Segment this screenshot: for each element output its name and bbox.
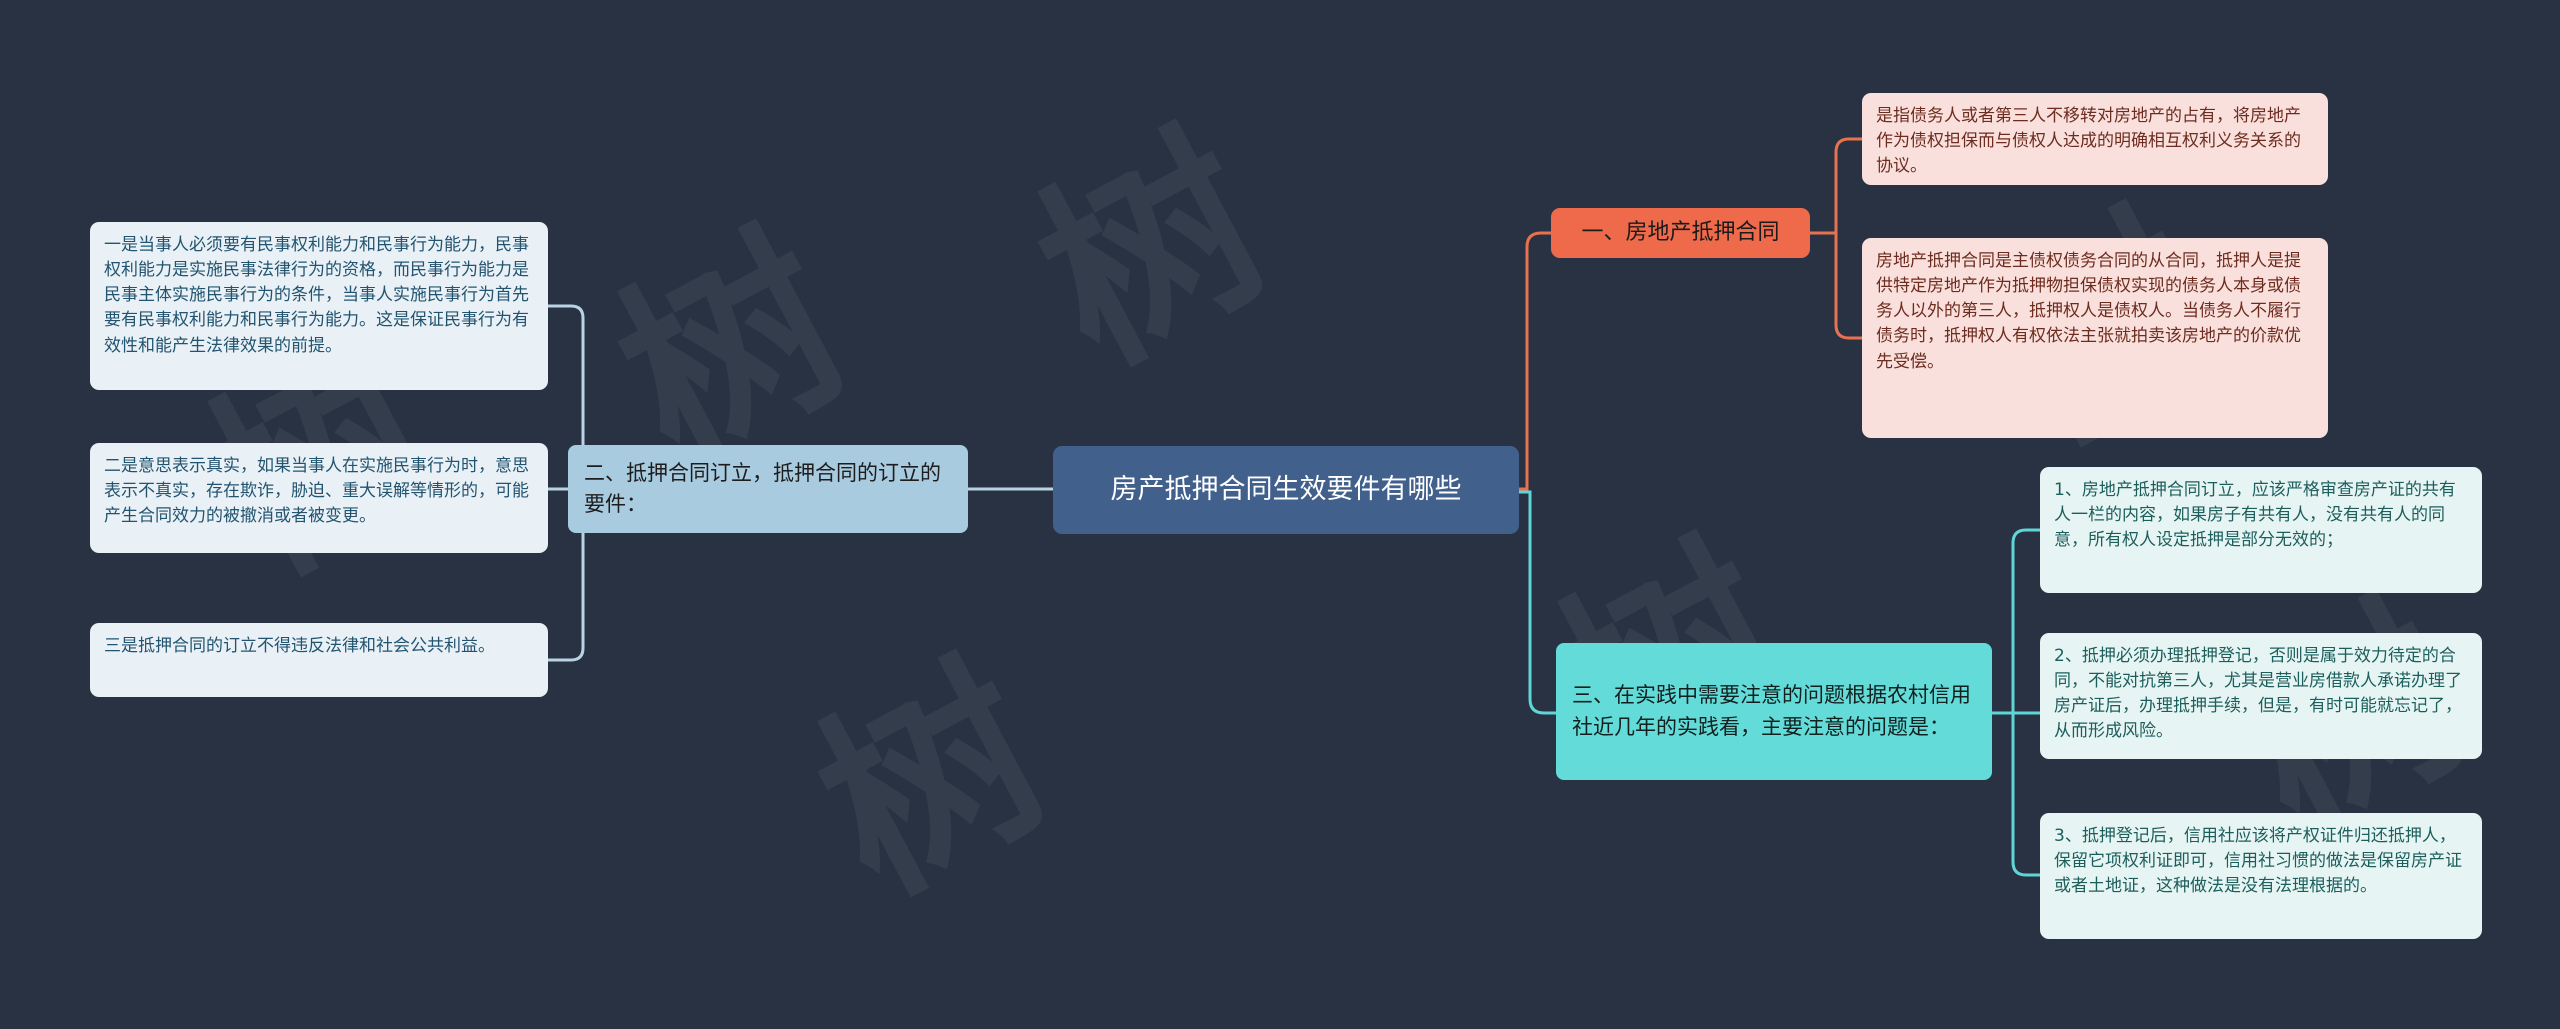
branch-node-teal-label: 三、在实践中需要注意的问题根据农村信用社近几年的实践看，主要注意的问题是： <box>1572 683 1971 739</box>
leaf-node-teal-3[interactable]: 3、抵押登记后，信用社应该将产权证件归还抵押人，保留它项权利证即可，信用社习惯的… <box>2040 813 2482 939</box>
leaf-node-pink-2[interactable]: 房地产抵押合同是主债权债务合同的从合同，抵押人是提供特定房地产作为抵押物担保债权… <box>1862 238 2328 438</box>
leaf-node-teal-1[interactable]: 1、房地产抵押合同订立，应该严格审查房产证的共有人一栏的内容，如果房子有共有人，… <box>2040 467 2482 593</box>
leaf-node-teal-1-label: 1、房地产抵押合同订立，应该严格审查房产证的共有人一栏的内容，如果房子有共有人，… <box>2054 480 2456 551</box>
branch-node-blue[interactable]: 二、抵押合同订立，抵押合同的订立的要件： <box>568 445 968 533</box>
branch-node-teal[interactable]: 三、在实践中需要注意的问题根据农村信用社近几年的实践看，主要注意的问题是： <box>1556 643 1992 780</box>
root-node[interactable]: 房产抵押合同生效要件有哪些 <box>1053 446 1519 534</box>
leaf-node-teal-2[interactable]: 2、抵押必须办理抵押登记，否则是属于效力待定的合同，不能对抗第三人，尤其是营业房… <box>2040 633 2482 759</box>
connector-root-to-teal <box>1518 490 1556 715</box>
leaf-node-pink-1[interactable]: 是指债务人或者第三人不移转对房地产的占有，将房地产作为债权担保而与债权人达成的明… <box>1862 93 2328 185</box>
connector-teal-spine-up <box>1992 528 2040 715</box>
connector-orange-spine-down <box>1834 233 1862 340</box>
leaf-node-teal-2-label: 2、抵押必须办理抵押登记，否则是属于效力待定的合同，不能对抗第三人，尤其是营业房… <box>2054 646 2462 742</box>
leaf-node-blue-3-label: 三是抵押合同的订立不得违反法律和社会公共利益。 <box>104 636 495 656</box>
leaf-node-pink-1-label: 是指债务人或者第三人不移转对房地产的占有，将房地产作为债权担保而与债权人达成的明… <box>1876 106 2301 177</box>
branch-node-blue-label: 二、抵押合同订立，抵押合同的订立的要件： <box>584 460 941 516</box>
leaf-node-blue-2[interactable]: 二是意思表示真实，如果当事人在实施民事行为时，意思表示不真实，存在欺诈，胁迫、重… <box>90 443 548 553</box>
connector-root-to-orange <box>1518 231 1551 491</box>
leaf-node-blue-2-label: 二是意思表示真实，如果当事人在实施民事行为时，意思表示不真实，存在欺诈，胁迫、重… <box>104 456 529 527</box>
connector-teal-spine-down <box>2011 713 2040 877</box>
leaf-node-blue-1[interactable]: 一是当事人必须要有民事权利能力和民事行为能力，民事权利能力是实施民事法律行为的资… <box>90 222 548 390</box>
root-node-label: 房产抵押合同生效要件有哪些 <box>1110 474 1462 506</box>
watermark-glyph: 树 <box>781 622 1083 939</box>
leaf-node-blue-1-label: 一是当事人必须要有民事权利能力和民事行为能力，民事权利能力是实施民事法律行为的资… <box>104 235 529 356</box>
branch-node-orange[interactable]: 一、房地产抵押合同 <box>1551 208 1810 258</box>
leaf-node-teal-3-label: 3、抵押登记后，信用社应该将产权证件归还抵押人，保留它项权利证即可，信用社习惯的… <box>2054 826 2462 897</box>
connector-orange-spine-up <box>1810 137 1862 235</box>
leaf-node-pink-2-label: 房地产抵押合同是主债权债务合同的从合同，抵押人是提供特定房地产作为抵押物担保债权… <box>1876 251 2301 372</box>
watermark-glyph: 树 <box>1001 92 1303 409</box>
leaf-node-blue-3[interactable]: 三是抵押合同的订立不得违反法律和社会公共利益。 <box>90 623 548 697</box>
branch-node-orange-label: 一、房地产抵押合同 <box>1581 219 1780 245</box>
